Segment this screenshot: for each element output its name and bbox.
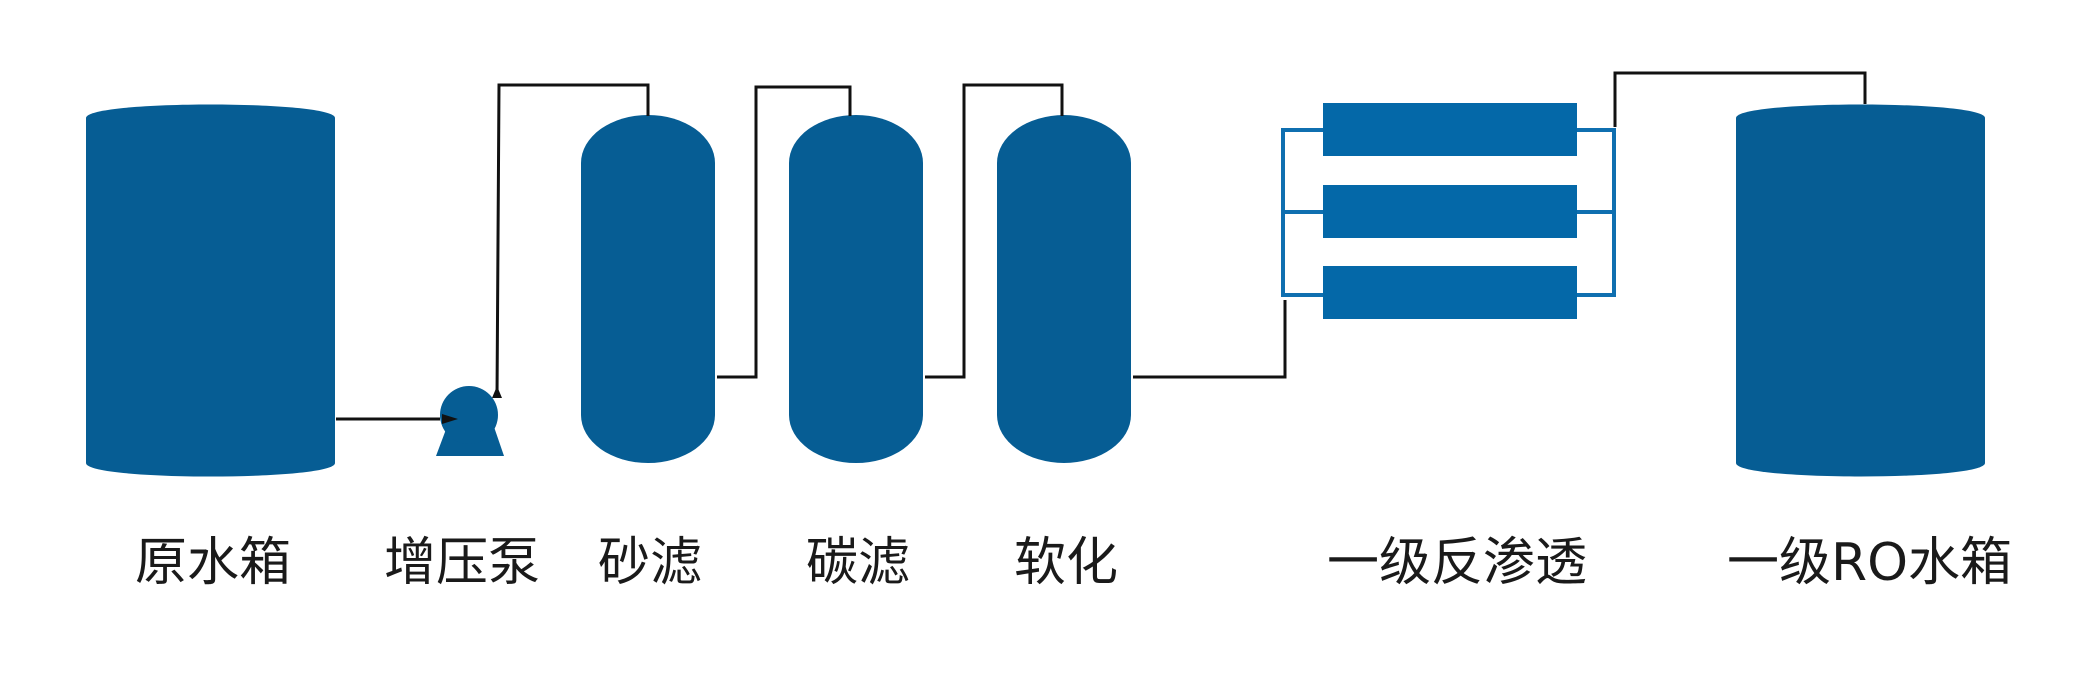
pipe-sand-to-carbon <box>717 85 852 379</box>
raw-water-tank <box>86 104 335 477</box>
pipe-softener-to-ro <box>1133 300 1287 379</box>
ro-manifolds <box>1281 128 1616 297</box>
sand-filter-vessel <box>581 115 715 463</box>
label-ro-water-tank: 一级RO水箱 <box>1727 533 2013 593</box>
softener-vessel <box>997 115 1131 463</box>
ro-membrane-2 <box>1323 185 1577 238</box>
pump-arrow-icon <box>442 414 458 424</box>
label-raw-water-tank: 原水箱 <box>135 533 292 593</box>
label-sand-filter: 砂滤 <box>598 533 703 593</box>
pipe-carbon-to-softener <box>925 83 1064 379</box>
pump-outlet-arrow-icon <box>492 386 502 398</box>
carbon-filter-vessel <box>789 115 923 463</box>
piping <box>336 71 1867 421</box>
ro-membrane-3 <box>1323 266 1577 319</box>
pipe-ro-to-tank <box>1613 71 1867 127</box>
booster-pump <box>436 386 504 456</box>
label-carbon-filter: 碳滤 <box>806 533 911 593</box>
ro-membrane-1 <box>1323 103 1577 156</box>
pipe-pump-to-sand-filter <box>495 83 650 399</box>
label-ro-stage1: 一级反渗透 <box>1327 533 1588 593</box>
ro-water-tank <box>1736 104 1985 477</box>
ro-membrane-array <box>1323 103 1577 319</box>
label-softener: 软化 <box>1014 533 1119 593</box>
label-booster-pump: 增压泵 <box>384 533 541 593</box>
